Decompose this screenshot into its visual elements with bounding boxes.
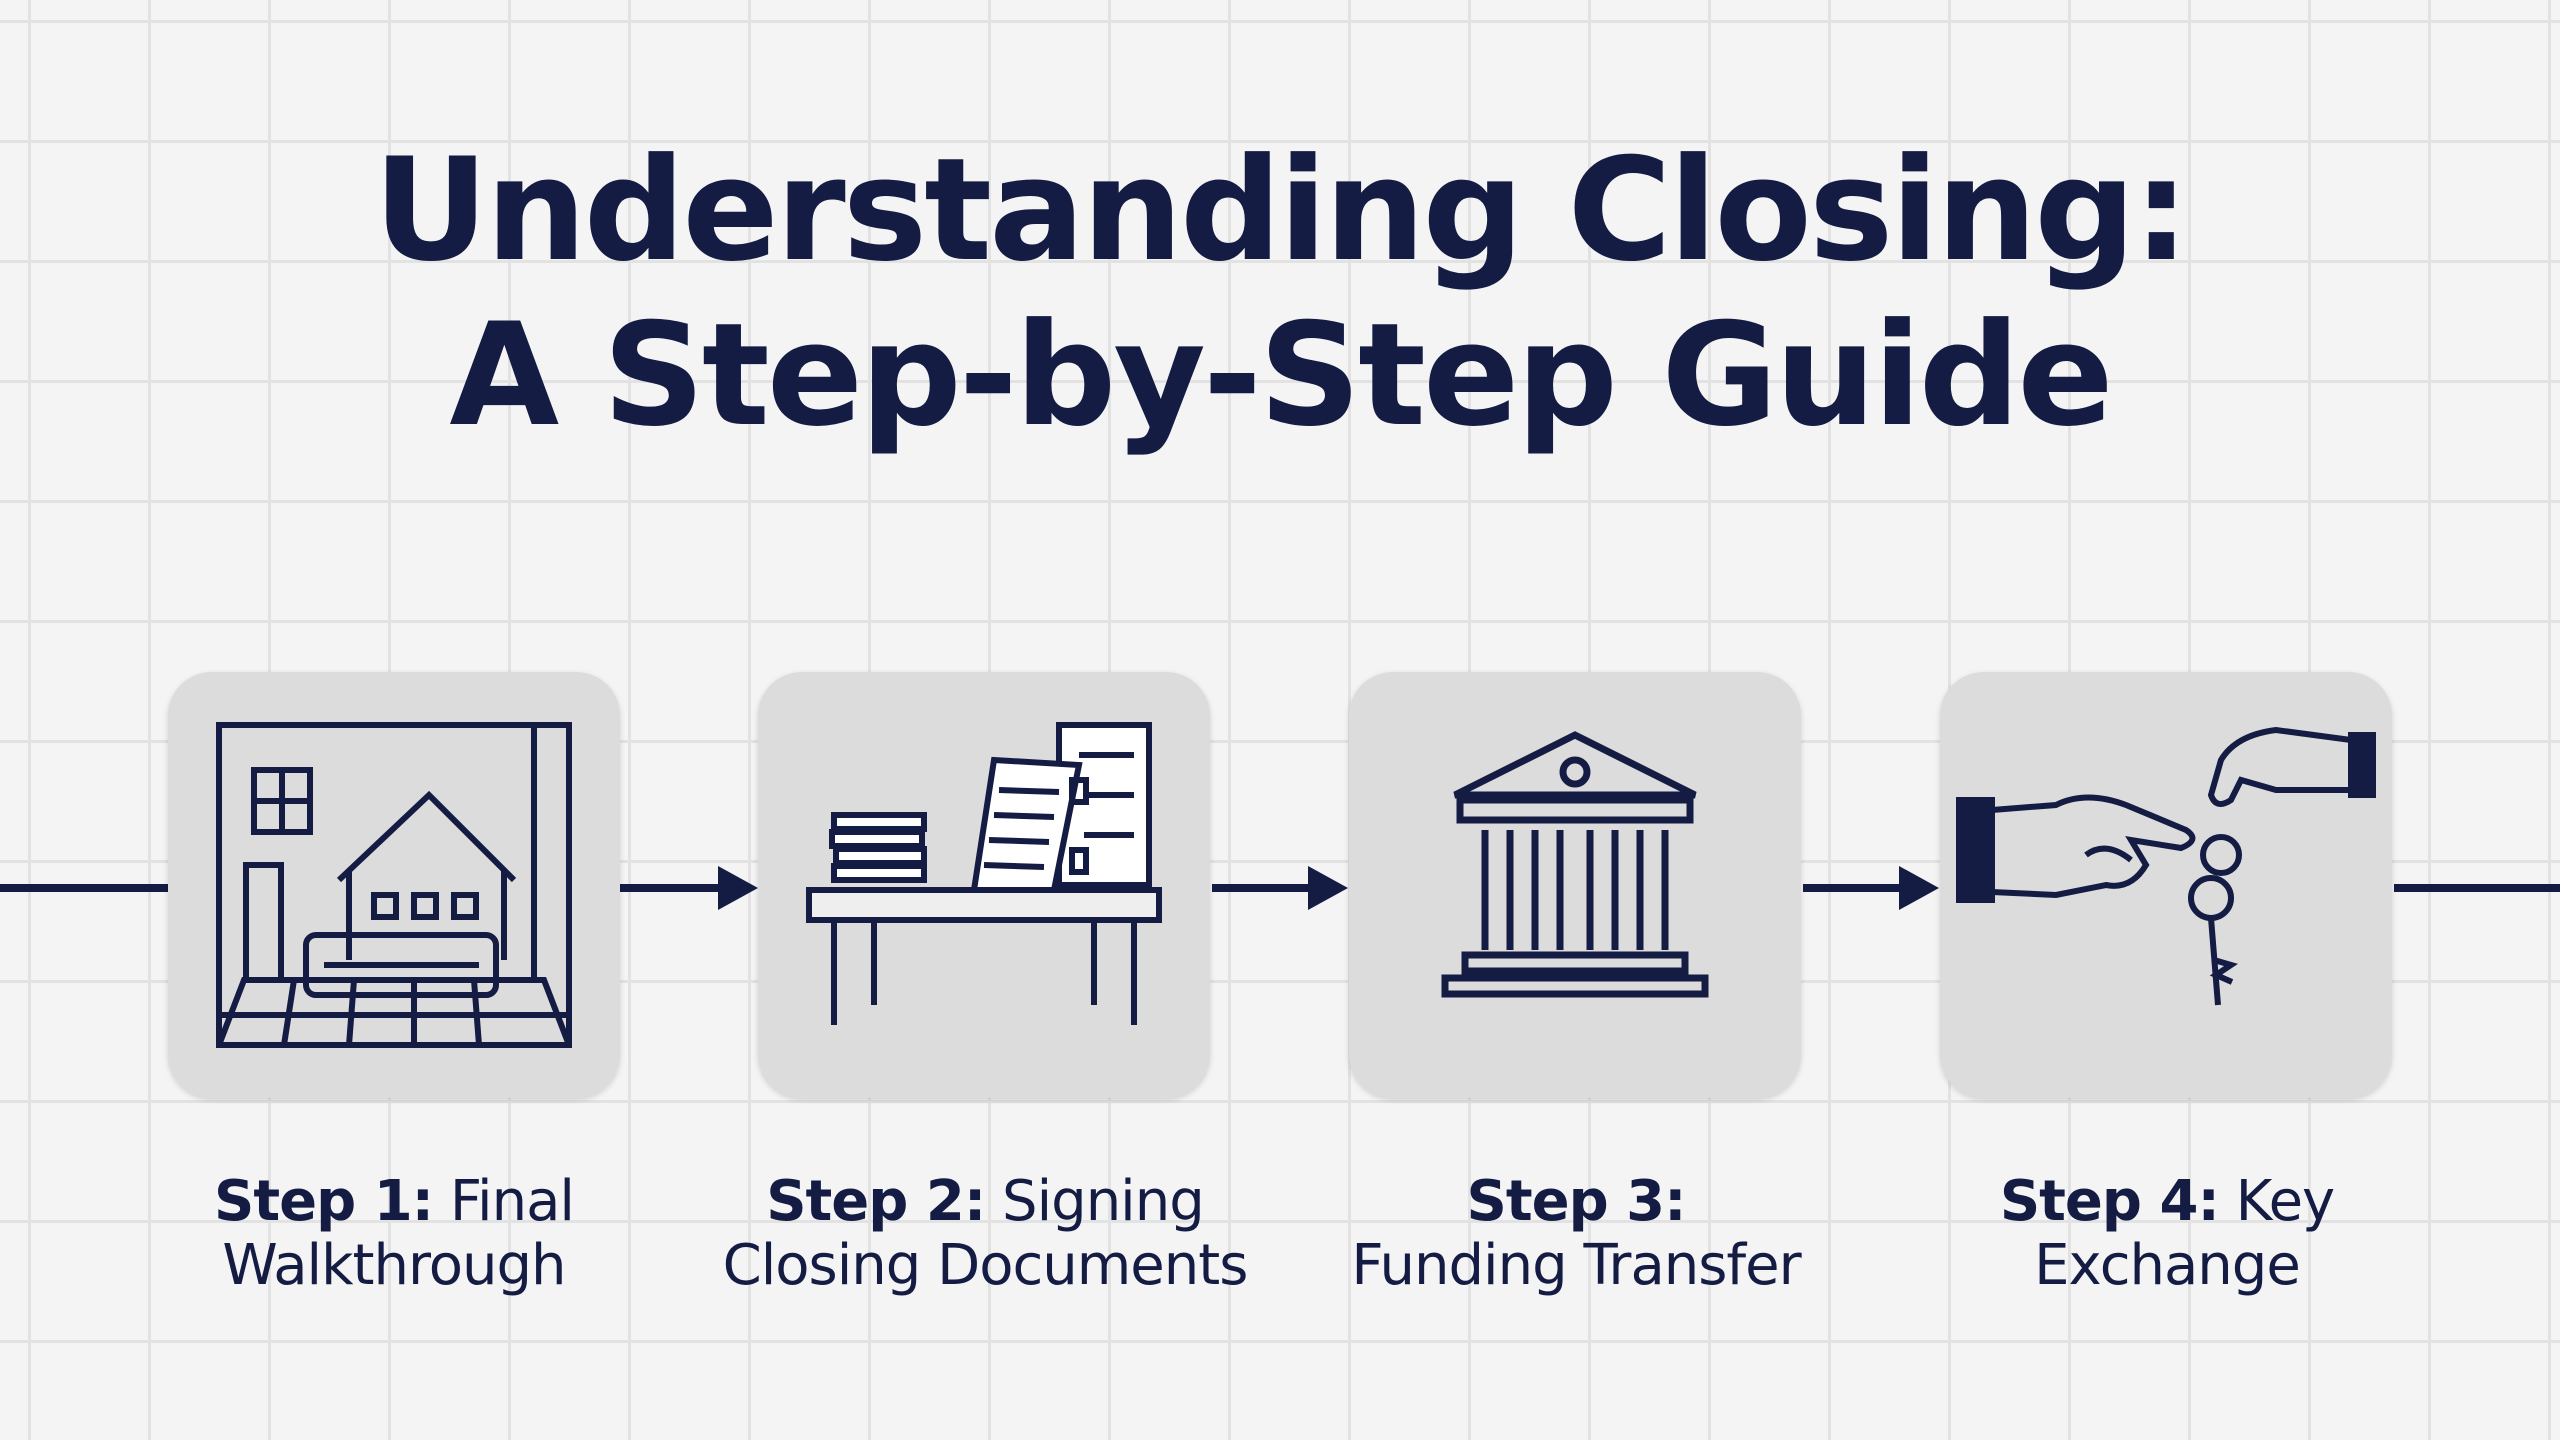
step-2-title: Closing Documents xyxy=(722,1233,1249,1298)
step-4-title: Exchange xyxy=(2034,1233,2301,1298)
key-handover-icon xyxy=(1956,726,2376,1006)
timeline-segment xyxy=(2394,884,2560,892)
step-3-label: Step 3: Funding Transfer xyxy=(1276,1170,1876,1298)
step-3-number: Step 3: xyxy=(1466,1169,1686,1234)
step-4-label: Step 4: Key Exchange xyxy=(1867,1170,2467,1298)
step-1-label: Step 1: Final Walkthrough xyxy=(94,1170,694,1298)
bank-icon xyxy=(1441,731,1709,998)
step-4-number: Step 4: xyxy=(1999,1169,2220,1234)
step-2-card xyxy=(758,672,1210,1098)
step-3-card xyxy=(1349,672,1801,1098)
step-4-title-part: Key xyxy=(2218,1169,2336,1234)
arrow-icon xyxy=(1899,866,1939,910)
arrow-icon xyxy=(1308,866,1348,910)
step-1-title-part: Final xyxy=(433,1169,575,1234)
documents-desk-icon xyxy=(806,722,1162,1025)
timeline-segment xyxy=(1212,884,1312,892)
title-line-2: A Step-by-Step Guide xyxy=(449,293,2113,458)
step-1-number: Step 1: xyxy=(214,1169,434,1234)
step-2-title-part: Signing xyxy=(985,1169,1205,1234)
arrow-icon xyxy=(718,866,758,910)
step-2-label: Step 2: Signing Closing Documents xyxy=(685,1170,1285,1298)
step-2-number: Step 2: xyxy=(766,1169,986,1234)
timeline-segment xyxy=(0,884,168,892)
step-4-card xyxy=(1940,672,2392,1098)
title-line-1: Understanding Closing: xyxy=(373,128,2189,293)
step-1-card xyxy=(168,672,620,1098)
timeline-segment xyxy=(620,884,720,892)
step-1-title: Walkthrough xyxy=(222,1233,566,1298)
timeline-segment xyxy=(1803,884,1903,892)
house-interior-icon xyxy=(216,722,572,1048)
step-3-title: Funding Transfer xyxy=(1351,1233,1801,1298)
